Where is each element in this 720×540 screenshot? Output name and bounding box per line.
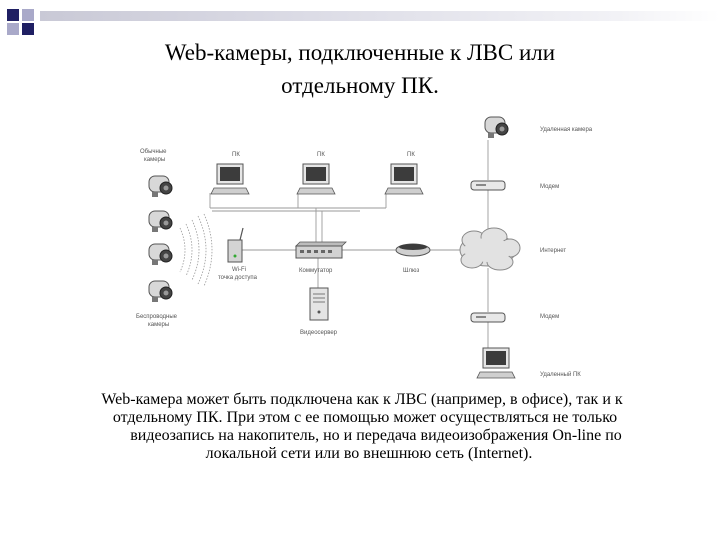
modem-icon (470, 312, 506, 323)
camera-icon (148, 243, 173, 266)
switch-icon (295, 241, 347, 259)
corner-square-light (7, 23, 19, 35)
network-diagram: Обычные камеры ПК ПК ПК Удаленная камера… (136, 116, 593, 379)
camera-icon (148, 280, 173, 303)
wifi-access-point-icon (227, 227, 244, 263)
caption-line-3: видеозапись на накопитель, но и передача… (130, 427, 622, 444)
corner-decoration (0, 0, 40, 40)
video-server-icon (309, 287, 329, 321)
corner-square-dark (22, 23, 34, 35)
label-regular-cameras-1: Обычные (140, 149, 167, 155)
caption-line-2: отдельному ПК. При этом с ее помощью мож… (112, 409, 618, 426)
label-pc-1: ПК (232, 152, 240, 158)
header-gradient-bar (40, 11, 720, 21)
label-modem-bottom: Модем (540, 314, 559, 320)
label-internet: Интернет (540, 248, 566, 254)
label-pc-2: ПК (317, 152, 325, 158)
pc-icon (296, 163, 336, 195)
caption-line-1: Web-камера может быть подключена как к Л… (101, 391, 623, 408)
label-modem-top: Модем (540, 184, 559, 190)
label-wifi-1: Wi-Fi (232, 267, 246, 273)
internet-cloud-icon (459, 227, 521, 271)
pc-icon (476, 347, 516, 379)
label-remote-camera: Удаленная камера (540, 127, 593, 133)
wireless-waves (179, 213, 213, 287)
modem-icon (470, 180, 506, 191)
label-switch: Коммутатор (299, 268, 333, 274)
gateway-icon (395, 243, 431, 257)
camera-icon (148, 210, 173, 233)
label-wireless-cameras-2: камеры (148, 322, 169, 328)
label-wireless-cameras-1: Беспроводные (136, 314, 178, 320)
corner-square-light (22, 9, 34, 21)
corner-square-dark (7, 9, 19, 21)
caption-text: Web-камера может быть подключена как к Л… (52, 391, 672, 463)
camera-icon (148, 175, 173, 198)
caption-line-4: локальной сети или во внешнюю сеть (Inte… (205, 445, 533, 462)
label-remote-pc: Удаленный ПК (540, 371, 581, 378)
pc-icon (210, 163, 250, 195)
label-video-server: Видеосервер (300, 330, 338, 336)
label-wifi-2: точка доступа (218, 275, 258, 281)
label-pc-3: ПК (407, 152, 415, 158)
title-line-2: отдельному ПК. (281, 73, 439, 98)
label-regular-cameras-2: камеры (144, 157, 165, 163)
pc-icon (384, 163, 424, 195)
camera-icon (484, 116, 509, 139)
connection-lines (209, 140, 489, 352)
title-line-1: Web-камеры, подключенные к ЛВС или (164, 40, 556, 65)
slide-title: Web-камеры, подключенные к ЛВС или отдел… (80, 36, 640, 102)
label-gateway: Шлюз (403, 268, 420, 274)
